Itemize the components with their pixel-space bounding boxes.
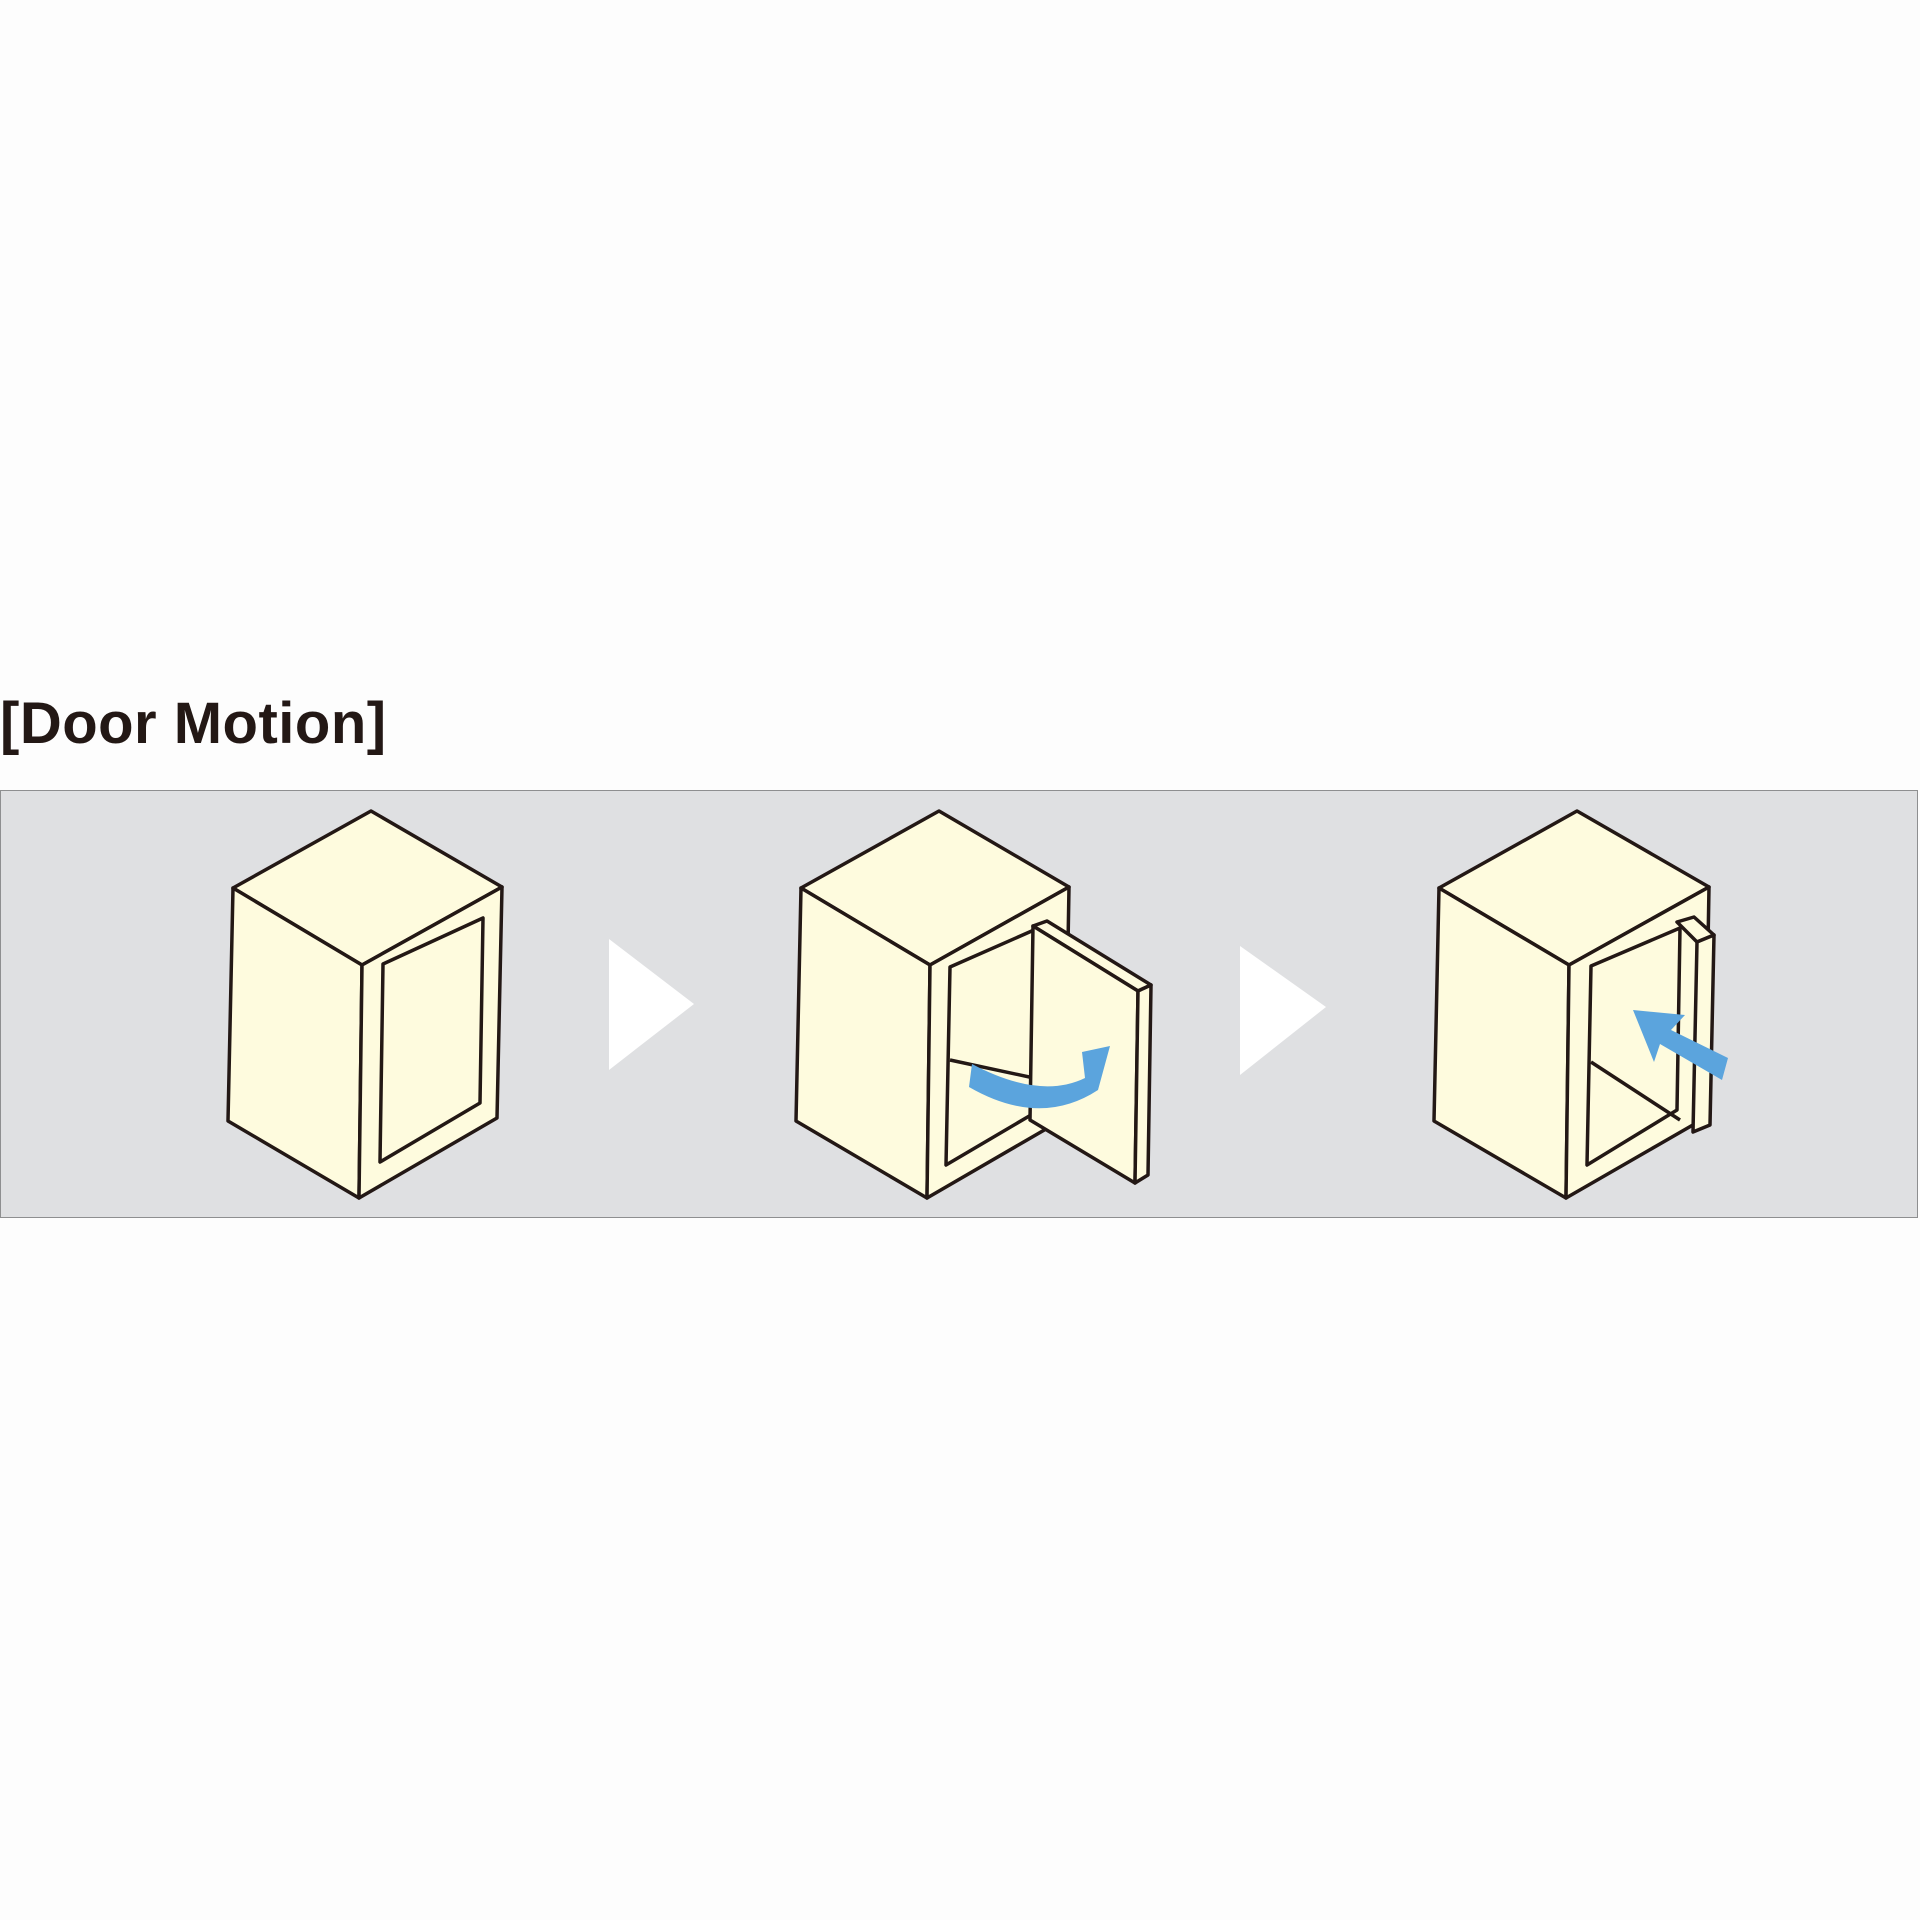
- cabinet-door-open-icon: [794, 809, 1153, 1200]
- swing-arrow-icon: [969, 1046, 1110, 1109]
- step-arrow-1: [609, 939, 694, 1070]
- page-title: [Door Motion]: [0, 691, 387, 756]
- cabinet-door-pocket-icon: [1432, 809, 1716, 1200]
- step-arrow-2: [1240, 946, 1326, 1075]
- cabinet-closed-icon: [226, 809, 504, 1200]
- slide-arrow-icon: [1633, 1010, 1728, 1080]
